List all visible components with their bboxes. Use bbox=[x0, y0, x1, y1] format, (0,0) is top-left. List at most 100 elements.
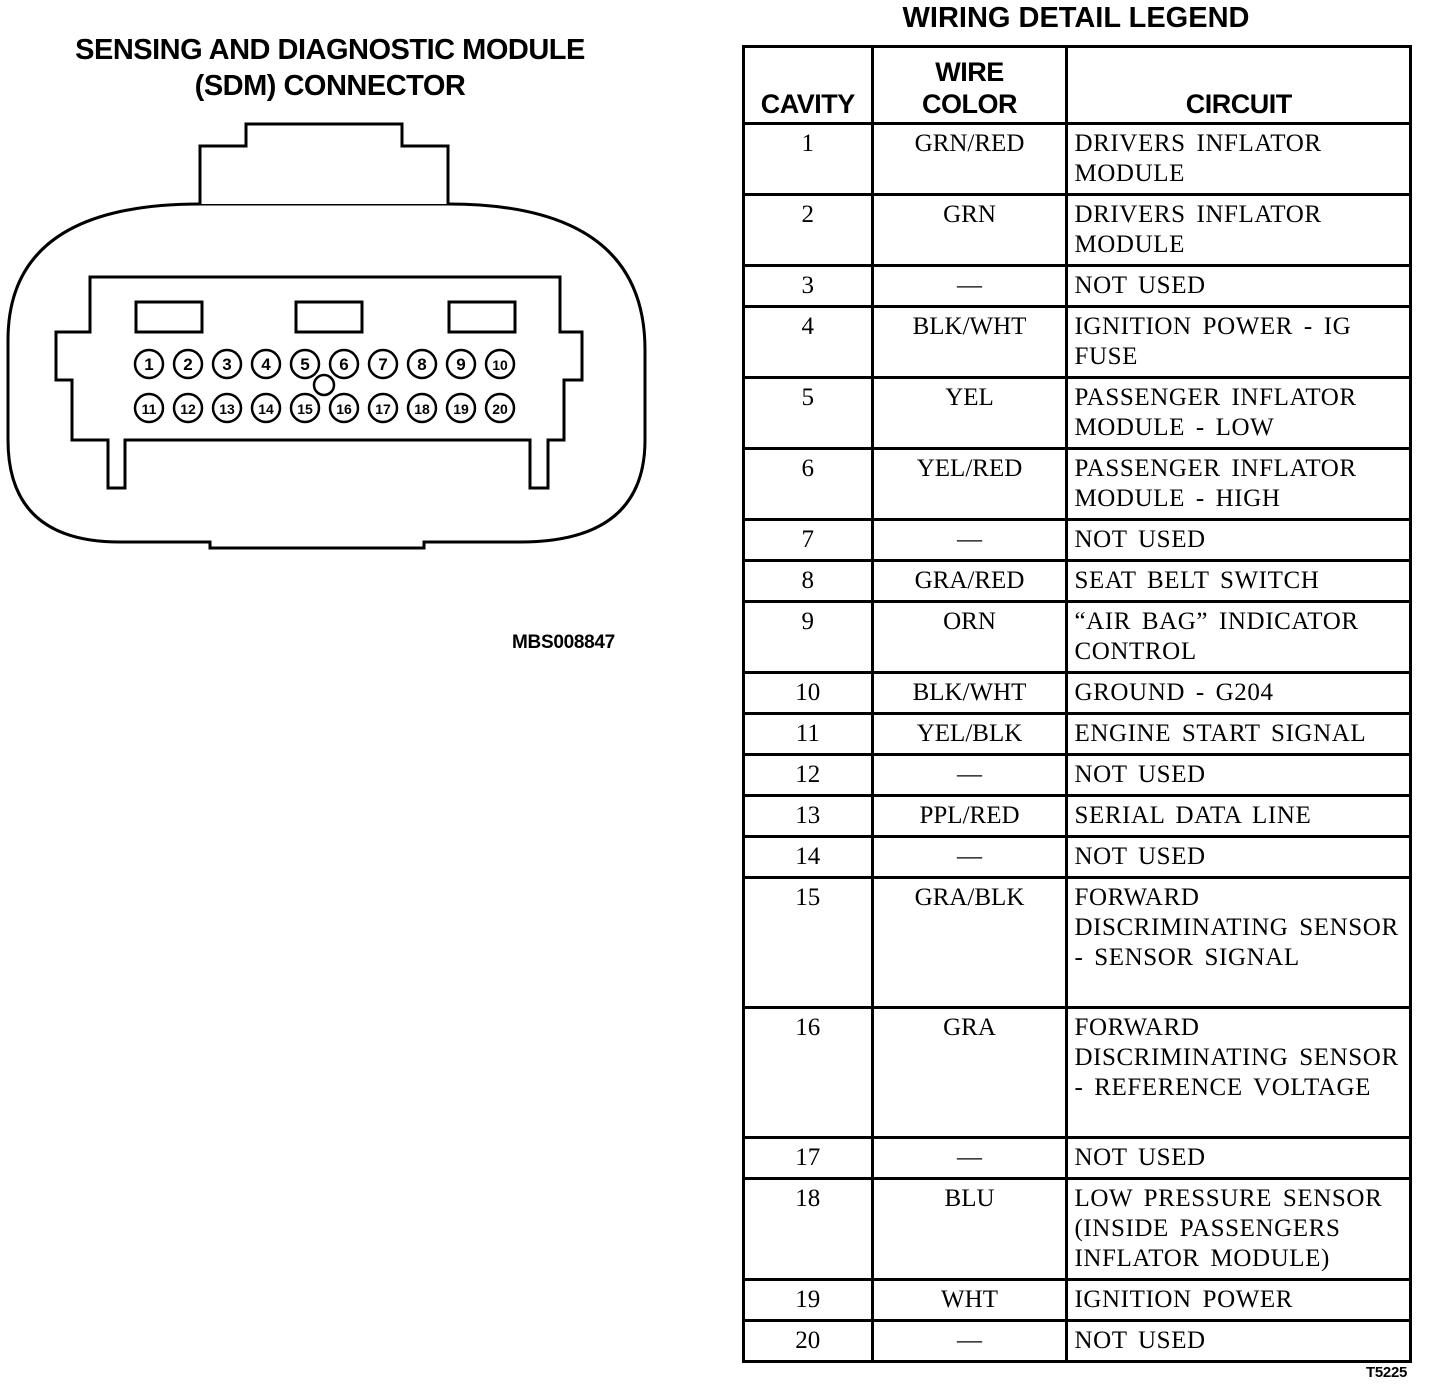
pin-circle bbox=[445, 348, 477, 380]
circuit-cell: SEAT BELT SWITCH bbox=[1065, 559, 1412, 603]
pin-circle bbox=[211, 392, 243, 424]
wire-color-cell: YEL/RED bbox=[870, 447, 1069, 521]
pin-19: 19 bbox=[445, 392, 477, 424]
wire-color-cell: — bbox=[870, 753, 1069, 797]
pin-label: 8 bbox=[417, 355, 426, 374]
pin-7: 7 bbox=[367, 348, 399, 380]
cavity-cell: 7 bbox=[742, 518, 874, 562]
wire-color-cell: BLU bbox=[870, 1177, 1069, 1281]
circuit-cell: FORWARD DISCRIMINATING SENSOR - SENSOR S… bbox=[1065, 876, 1412, 1009]
key-slot-left bbox=[134, 300, 204, 334]
pin-label: 14 bbox=[258, 401, 274, 417]
cavity-cell: 5 bbox=[742, 376, 874, 450]
cavity-cell: 19 bbox=[742, 1278, 874, 1322]
pin-label: 15 bbox=[297, 401, 313, 417]
circuit-cell: PASSENGER INFLATOR MODULE - HIGH bbox=[1065, 447, 1412, 521]
legend-row: 3—NOT USED bbox=[742, 264, 1412, 308]
pin-label: 20 bbox=[492, 401, 508, 417]
legend-row: 20—NOT USED bbox=[742, 1319, 1412, 1363]
pin-circle bbox=[133, 392, 165, 424]
pin-14: 14 bbox=[250, 392, 282, 424]
cavity-cell: 15 bbox=[742, 876, 874, 1009]
wire-color-cell: — bbox=[870, 1319, 1069, 1363]
circuit-cell: DRIVERS INFLATOR MODULE bbox=[1065, 122, 1412, 196]
wire-color-cell: — bbox=[870, 518, 1069, 562]
key-slot-center bbox=[294, 300, 364, 334]
header-wire-color-line1: WIRE bbox=[935, 57, 1004, 87]
pin-label: 3 bbox=[222, 355, 231, 374]
cavity-cell: 8 bbox=[742, 559, 874, 603]
pin-circle bbox=[484, 348, 516, 380]
wire-color-cell: WHT bbox=[870, 1278, 1069, 1322]
cavity-cell: 14 bbox=[742, 835, 874, 879]
pin-label: 2 bbox=[183, 355, 192, 374]
circuit-cell: DRIVERS INFLATOR MODULE bbox=[1065, 193, 1412, 267]
wire-color-cell: GRA/BLK bbox=[870, 876, 1069, 1009]
circuit-cell: NOT USED bbox=[1065, 264, 1412, 308]
circuit-cell: PASSENGER INFLATOR MODULE - LOW bbox=[1065, 376, 1412, 450]
pin-circle bbox=[172, 392, 204, 424]
wire-color-cell: GRN/RED bbox=[870, 122, 1069, 196]
circuit-cell: FORWARD DISCRIMINATING SENSOR - REFERENC… bbox=[1065, 1006, 1412, 1139]
legend-row: 14—NOT USED bbox=[742, 835, 1412, 879]
cavity-cell: 1 bbox=[742, 122, 874, 196]
wire-color-cell: YEL/BLK bbox=[870, 712, 1069, 756]
pin-circle bbox=[172, 348, 204, 380]
pin-12: 12 bbox=[172, 392, 204, 424]
legend-title: WIRING DETAIL LEGEND bbox=[902, 2, 1250, 34]
circuit-cell: IGNITION POWER - IG FUSE bbox=[1065, 305, 1412, 379]
connector-face-outline bbox=[54, 275, 584, 490]
circuit-cell: IGNITION POWER bbox=[1065, 1278, 1412, 1322]
cavity-cell: 16 bbox=[742, 1006, 874, 1139]
header-wire-color: WIRE COLOR bbox=[870, 45, 1069, 125]
wire-color-cell: GRA/RED bbox=[870, 559, 1069, 603]
pin-circle bbox=[445, 392, 477, 424]
circuit-cell: NOT USED bbox=[1065, 753, 1412, 797]
pin-circle bbox=[289, 348, 321, 380]
pin-circle bbox=[406, 392, 438, 424]
pin-9: 9 bbox=[445, 348, 477, 380]
pin-4: 4 bbox=[250, 348, 282, 380]
pin-20: 20 bbox=[484, 392, 516, 424]
circuit-cell: GROUND - G204 bbox=[1065, 671, 1412, 715]
pin-label: 19 bbox=[453, 401, 469, 417]
cavity-cell: 20 bbox=[742, 1319, 874, 1363]
pin-11: 11 bbox=[133, 392, 165, 424]
wire-color-cell: PPL/RED bbox=[870, 794, 1069, 838]
wire-color-cell: BLK/WHT bbox=[870, 305, 1069, 379]
pin-label: 10 bbox=[492, 357, 508, 373]
header-wire-color-line2: COLOR bbox=[922, 89, 1018, 119]
cavity-cell: 11 bbox=[742, 712, 874, 756]
cavity-cell: 13 bbox=[742, 794, 874, 838]
pin-13: 13 bbox=[211, 392, 243, 424]
pin-8: 8 bbox=[406, 348, 438, 380]
pin-18: 18 bbox=[406, 392, 438, 424]
connector-title-line2: (SDM) CONNECTOR bbox=[194, 70, 466, 102]
connector-latch-tab bbox=[198, 122, 450, 204]
wire-color-cell: — bbox=[870, 835, 1069, 879]
pin-1: 1 bbox=[133, 348, 165, 380]
legend-row: 7—NOT USED bbox=[742, 518, 1412, 562]
legend-row: 17—NOT USED bbox=[742, 1136, 1412, 1180]
cavity-cell: 9 bbox=[742, 600, 874, 674]
pin-circle bbox=[328, 348, 360, 380]
pin-label: 12 bbox=[180, 401, 196, 417]
pin-circle bbox=[211, 348, 243, 380]
pin-17: 17 bbox=[367, 392, 399, 424]
cavity-cell: 3 bbox=[742, 264, 874, 308]
legend-header-row: CAVITY WIRE COLOR CIRCUIT bbox=[742, 45, 1412, 125]
connector-housing-outline bbox=[6, 202, 647, 550]
connector-title-line1: SENSING AND DIAGNOSTIC MODULE bbox=[75, 34, 585, 66]
legend-row: 12—NOT USED bbox=[742, 753, 1412, 797]
cavity-cell: 12 bbox=[742, 753, 874, 797]
